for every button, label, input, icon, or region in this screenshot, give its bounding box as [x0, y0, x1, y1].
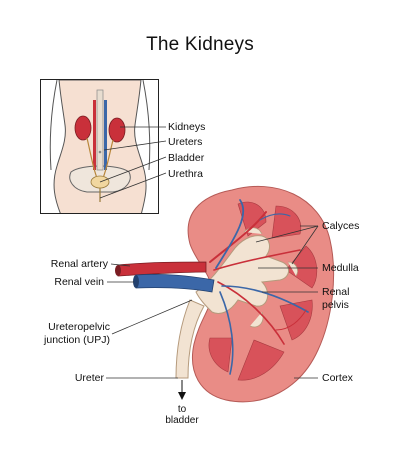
label-renal-pelvis-line1: Renal — [322, 286, 350, 298]
label-kidneys: Kidneys — [168, 121, 206, 133]
label-to: to — [177, 404, 187, 415]
main-leader-lines — [106, 225, 319, 379]
ureter-shape — [175, 299, 205, 379]
calyx-middle — [287, 261, 298, 277]
renal-vessels-branches — [209, 199, 309, 375]
label-cortex: Cortex — [322, 372, 353, 384]
label-ureters: Ureters — [168, 136, 203, 148]
body-inset — [40, 79, 159, 214]
diagram-title: The Kidneys — [146, 34, 254, 55]
label-upj-line2: junction (UPJ) — [44, 334, 110, 346]
renal-vein-shape — [135, 273, 215, 293]
label-upj-line1: Ureteropelvic — [48, 321, 110, 333]
label-bladder: Bladder — [168, 152, 205, 164]
label-renal-artery: Renal artery — [50, 258, 108, 270]
body-figure — [49, 80, 151, 213]
label-bladder-dest: bladder — [165, 415, 199, 426]
renal-vein-opening — [133, 275, 139, 288]
calyx-lower — [249, 311, 264, 328]
to-bladder-arrow — [178, 380, 186, 400]
inset-right-kidney — [108, 117, 126, 143]
inset-left-kidney — [74, 115, 92, 141]
label-urethra: Urethra — [168, 168, 204, 180]
renal-pelvis-shape — [195, 235, 289, 314]
label-renal-pelvis-line2: pelvis — [322, 299, 349, 311]
inset-leader-lines — [99, 126, 167, 199]
label-ureter: Ureter — [74, 372, 104, 384]
renal-artery-opening — [115, 265, 121, 276]
label-medulla: Medulla — [322, 262, 359, 274]
renal-artery-shape — [117, 261, 207, 277]
label-calyces: Calyces — [322, 220, 360, 232]
label-renal-vein: Renal vein — [54, 276, 104, 288]
